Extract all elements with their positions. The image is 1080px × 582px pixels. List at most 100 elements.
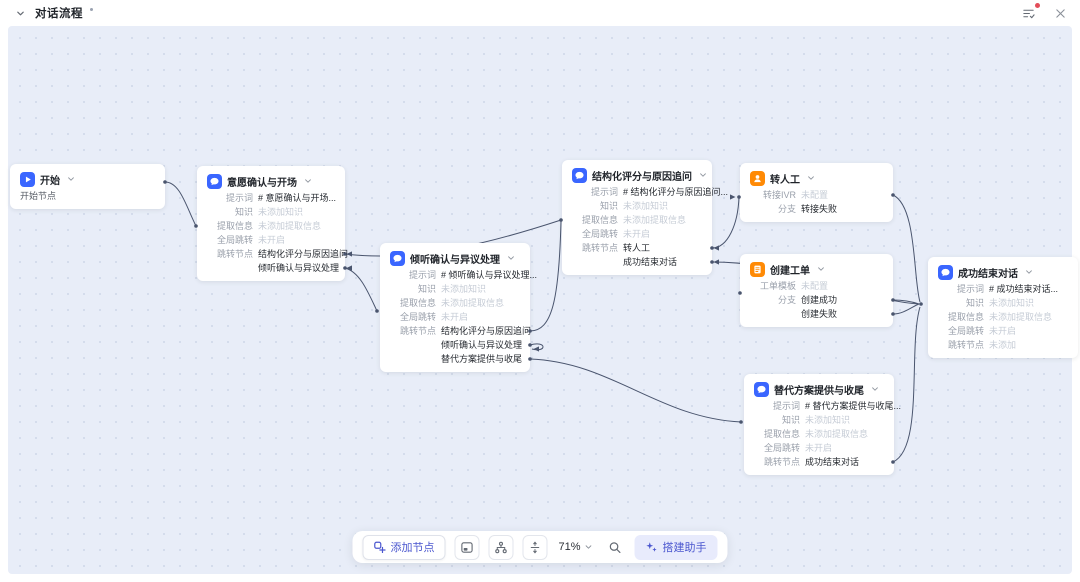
chevron-down-icon[interactable] xyxy=(817,265,825,273)
chevron-down-icon xyxy=(585,545,592,549)
node-field-row: 提示词# 替代方案提供与收尾... xyxy=(754,399,901,413)
field-value: 未添加 xyxy=(989,340,1017,350)
field-label: 提取信息 xyxy=(216,221,253,231)
search-icon[interactable] xyxy=(604,536,626,558)
node-field-row: 跳转节点成功结束对话 xyxy=(754,455,884,469)
node-title: 意愿确认与开场 xyxy=(227,177,297,189)
field-value: 未添加知识 xyxy=(989,298,1035,308)
field-value: 未开启 xyxy=(258,235,286,245)
zoom-control[interactable]: 71% xyxy=(556,541,594,553)
node-field-row: 提示词# 结构化评分与原因追问... xyxy=(572,185,728,199)
node-field-row: 工单模板未配置 xyxy=(750,279,883,293)
minimap-icon[interactable] xyxy=(454,534,480,560)
node-field-row: 知识未添加知识 xyxy=(207,205,335,219)
chevron-down-icon[interactable] xyxy=(807,174,815,182)
field-value: 替代方案提供与收尾 xyxy=(441,354,523,364)
node-header: 转人工 xyxy=(750,168,883,188)
node-title: 创建工单 xyxy=(770,265,810,277)
field-value: 结构化评分与原因追问 xyxy=(258,249,349,259)
chat-icon xyxy=(390,250,405,266)
field-label: 提示词 xyxy=(408,270,436,280)
node-field-row: 倾听确认与异议处理 xyxy=(207,261,339,275)
add-node-icon xyxy=(374,541,386,553)
field-value: 未添加提取信息 xyxy=(258,221,322,231)
node-field-row: 跳转节点转人工 xyxy=(572,241,702,255)
field-value: # 结构化评分与原因追问... xyxy=(623,187,729,197)
close-icon[interactable] xyxy=(1052,5,1068,21)
node-success-end[interactable]: 成功结束对话提示词# 成功结束对话...知识未添加知识提取信息未添加提取信息全局… xyxy=(928,257,1078,358)
node-field-row: 全局跳转未开启 xyxy=(938,324,1068,338)
sparkles-icon xyxy=(646,542,657,552)
node-intent[interactable]: 意愿确认与开场提示词# 意愿确认与开场...知识未添加知识提取信息未添加提取信息… xyxy=(197,166,349,281)
task-list-icon[interactable] xyxy=(1020,3,1040,21)
field-value: 创建失败 xyxy=(801,309,838,319)
node-title: 转人工 xyxy=(770,174,800,186)
field-value: 未开启 xyxy=(805,443,833,453)
node-header: 结构化评分与原因追问 xyxy=(572,165,706,185)
node-field-row: 跳转节点未添加 xyxy=(938,338,1068,352)
build-assistant-button[interactable]: 搭建助手 xyxy=(634,534,718,560)
node-ticket[interactable]: 创建工单工单模板未配置分支创建成功创建失败 xyxy=(740,254,893,327)
node-score[interactable]: 结构化评分与原因追问提示词# 结构化评分与原因追问...知识未添加知识提取信息未… xyxy=(562,160,728,275)
canvas-toolbar: 添加节点 71% 搭建助手 xyxy=(352,531,728,563)
field-value: # 倾听确认与异议处理... xyxy=(441,270,538,280)
node-field-row: 提取信息未添加提取信息 xyxy=(572,213,702,227)
fit-view-icon[interactable] xyxy=(522,534,548,560)
field-value: 成功结束对话 xyxy=(805,457,860,467)
field-label: 知识 xyxy=(781,415,800,425)
field-label: 全局跳转 xyxy=(947,326,984,336)
field-value: 转接失败 xyxy=(801,204,838,214)
chat-icon xyxy=(572,167,587,183)
node-field-row: 成功结束对话 xyxy=(572,255,702,269)
field-label xyxy=(572,255,618,269)
play-icon xyxy=(20,171,35,187)
node-listen[interactable]: 倾听确认与异议处理提示词# 倾听确认与异议处理...知识未添加知识提取信息未添加… xyxy=(380,243,537,372)
node-field-row: 提取信息未添加提取信息 xyxy=(754,427,884,441)
field-value: 未添加知识 xyxy=(623,201,669,211)
add-node-label: 添加节点 xyxy=(390,542,435,554)
auto-layout-icon[interactable] xyxy=(488,534,514,560)
field-label: 工单模板 xyxy=(759,281,796,291)
add-node-button[interactable]: 添加节点 xyxy=(362,534,446,560)
chat-icon xyxy=(938,264,953,280)
field-value: 未开启 xyxy=(441,312,469,322)
node-header: 替代方案提供与收尾 xyxy=(754,379,884,399)
node-start[interactable]: 开始开始节点 xyxy=(10,164,165,209)
chevron-down-icon[interactable] xyxy=(1025,268,1033,276)
node-body-text: 开始节点 xyxy=(20,191,57,201)
build-assistant-label: 搭建助手 xyxy=(662,542,707,554)
field-label: 分支 xyxy=(777,295,796,305)
field-label: 跳转节点 xyxy=(581,243,618,253)
field-value: 结构化评分与原因追问 xyxy=(441,326,532,336)
node-field-row: 创建失败 xyxy=(750,307,883,321)
chevron-down-icon[interactable] xyxy=(304,177,312,185)
titlebar: 对话流程 xyxy=(0,0,1080,26)
field-label xyxy=(750,307,796,321)
chevron-down-icon[interactable] xyxy=(871,385,879,393)
ticket-icon xyxy=(750,261,765,277)
field-value: 成功结束对话 xyxy=(623,257,678,267)
node-title: 倾听确认与异议处理 xyxy=(410,254,500,266)
field-label: 跳转节点 xyxy=(399,326,436,336)
collapse-chevron-icon[interactable] xyxy=(12,5,28,21)
field-value: 未开启 xyxy=(989,326,1017,336)
chevron-down-icon[interactable] xyxy=(507,254,515,262)
page-title: 对话流程 xyxy=(35,8,83,20)
field-label xyxy=(390,338,436,352)
node-field-row: 提取信息未添加提取信息 xyxy=(207,219,335,233)
zoom-level: 71% xyxy=(558,541,581,553)
chevron-down-icon[interactable] xyxy=(699,171,707,179)
field-value: 未添加知识 xyxy=(258,207,304,217)
node-alternative[interactable]: 替代方案提供与收尾提示词# 替代方案提供与收尾...知识未添加知识提取信息未添加… xyxy=(744,374,901,475)
node-field-row: 分支创建成功 xyxy=(750,293,883,307)
node-header: 创建工单 xyxy=(750,259,883,279)
field-value: 创建成功 xyxy=(801,295,838,305)
node-field-row: 分支转接失败 xyxy=(750,202,883,216)
chevron-down-icon[interactable] xyxy=(67,175,75,183)
node-field-row: 提示词# 成功结束对话... xyxy=(938,282,1068,296)
field-label: 知识 xyxy=(234,207,253,217)
field-value: # 意愿确认与开场... xyxy=(258,193,337,203)
field-label: 跳转节点 xyxy=(763,457,800,467)
